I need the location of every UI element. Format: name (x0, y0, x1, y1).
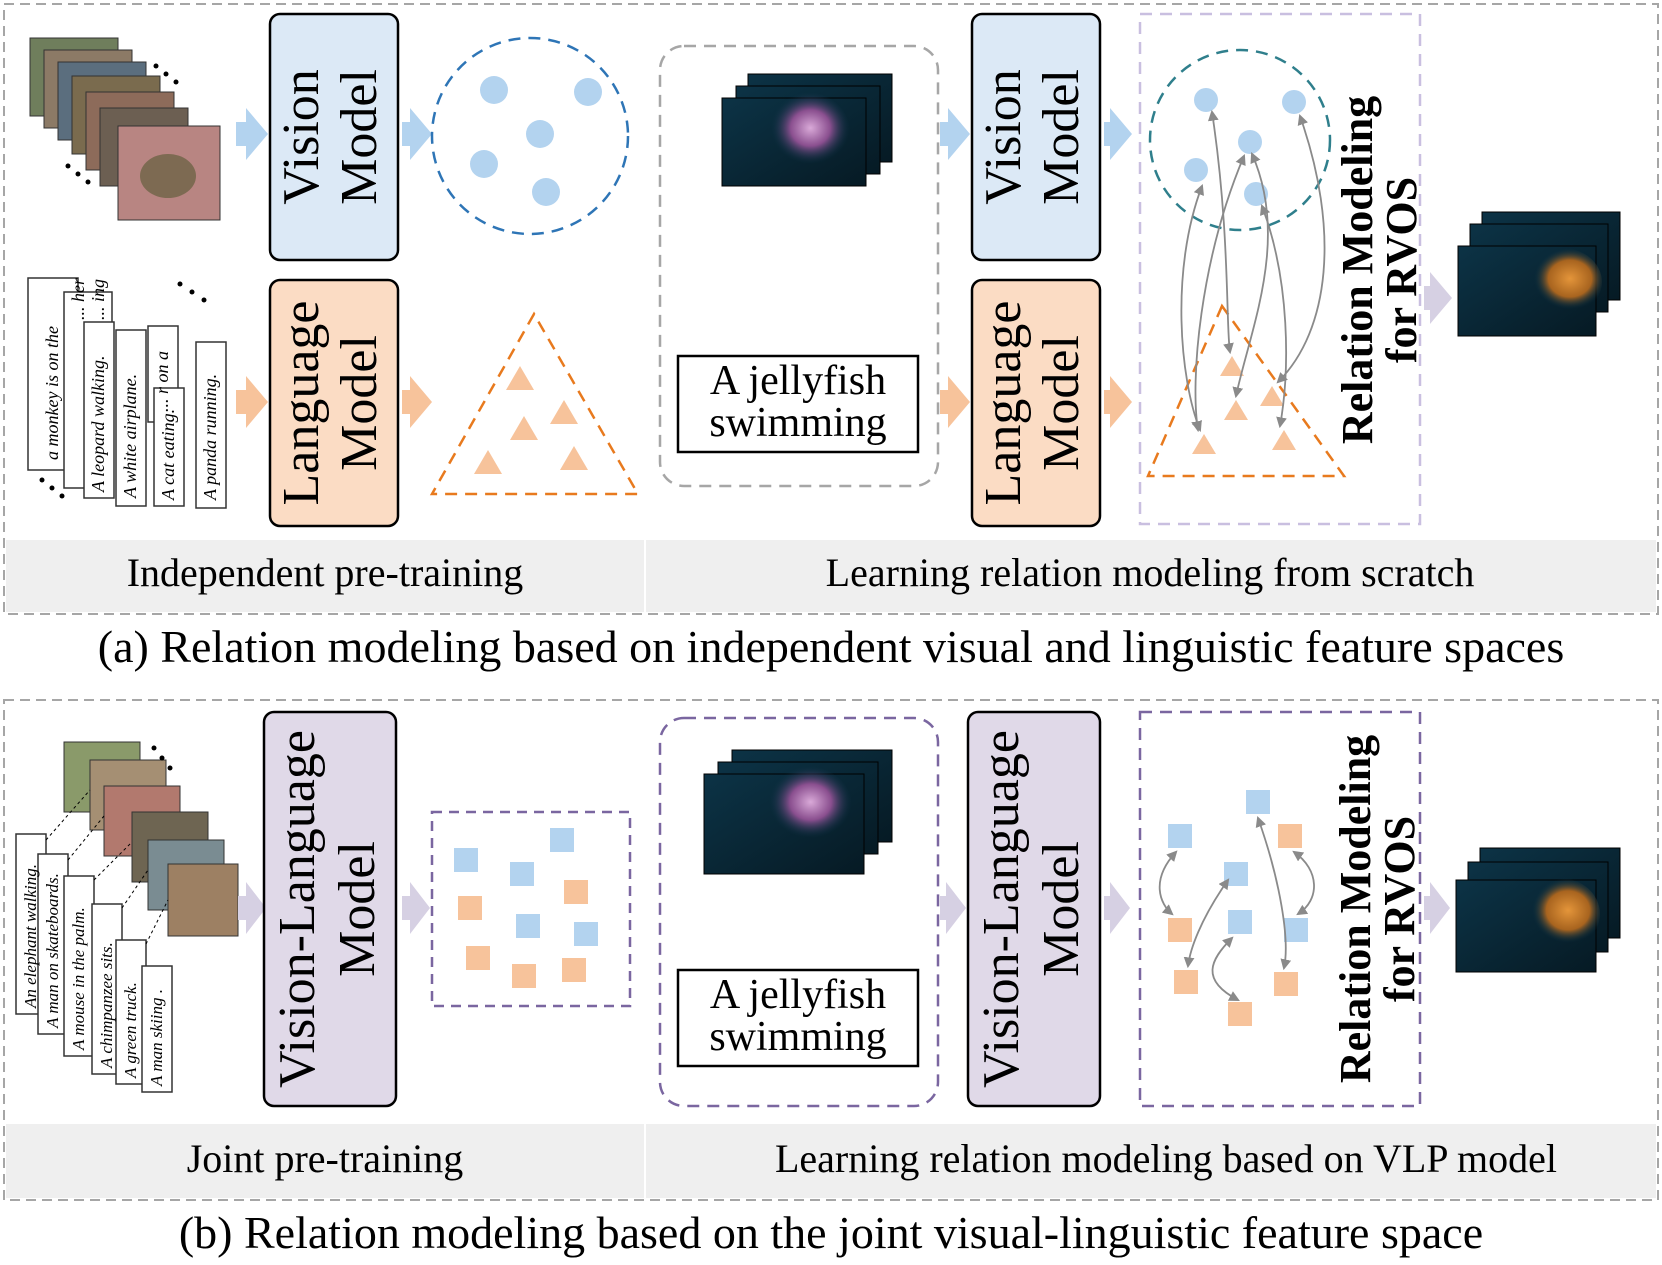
relation-region-a (1138, 12, 1422, 526)
ellipsis-dots (65, 63, 179, 185)
card-sentence-8: A panda running. (200, 374, 220, 501)
pretrain-sentence-cards: a monkey is on the ... her ... ing A leo… (27, 277, 227, 509)
language-model-box-2 (970, 278, 1102, 528)
relation-label-b-line2: for RVOS (1375, 816, 1424, 1002)
query-b-text-line1: A jellyfish (710, 972, 886, 1018)
panel-b-left-strip (6, 1124, 644, 1198)
language-model-2-label-line1: Language (975, 300, 1032, 505)
joint-sentence-3: A mouse in the palm. (69, 907, 88, 1051)
card-sentence-3: ... ing (88, 279, 108, 320)
query-text-line1: A jellyfish (710, 358, 886, 404)
arrow-to-language-model (236, 376, 268, 428)
query-text-box-b (676, 968, 920, 1068)
panel-a-frame (3, 3, 1659, 615)
vlp-model-2-label-line1: Vision-Language (973, 730, 1030, 1088)
relation-region-b (1138, 710, 1422, 1108)
panel-b-right-strip (646, 1124, 1656, 1198)
vision-model-box-2 (970, 12, 1102, 262)
panel-b-right-strip-label: Learning relation modeling based on VLP … (775, 1136, 1557, 1181)
joint-feature-orange-squares (458, 880, 588, 988)
query-b-text-line2: swimming (709, 1014, 886, 1060)
joint-feature-blue-squares (454, 828, 598, 946)
arrow-vlp-to-space (402, 882, 430, 934)
linguistic-feature-space (429, 311, 641, 496)
arrow-to-vision-model (236, 108, 268, 160)
arrow-vision2-to-relation (1104, 108, 1132, 160)
vision-model-box (268, 12, 400, 262)
language-model-2-label-line2: Model (1033, 335, 1090, 471)
vlp-model-label-line2: Model (329, 841, 386, 977)
vision-model-2-label-line2: Model (1033, 69, 1090, 205)
joint-sentence-cards: An elephant walking. A man on skateboard… (15, 833, 173, 1093)
visual-feature-dots (470, 76, 602, 206)
vision-model-2-label-line1: Vision (975, 69, 1032, 205)
joint-sentence-5: A green truck. (121, 982, 140, 1079)
joint-ellipsis-dots (151, 745, 173, 771)
relation-dots-a (1184, 88, 1306, 206)
query-group-frame (658, 44, 940, 488)
relation-links-a (1180, 109, 1326, 433)
vision-model-label-line2: Model (331, 69, 388, 205)
query-video-frames-b (703, 749, 893, 875)
panel-a: Independent pre-training Learning relati… (3, 3, 1659, 672)
panel-a-left-strip-label: Independent pre-training (127, 550, 524, 595)
joint-sentence-1: An elephant walking. (21, 864, 40, 1009)
relation-linguistic-space (1146, 303, 1347, 478)
arrow-language-to-space (402, 376, 432, 428)
arrow-relation-to-output-b (1424, 882, 1450, 934)
relation-label-a-line1: Relation Modeling (1333, 96, 1382, 444)
joint-sentence-4: A chimpanzee sits. (97, 942, 116, 1069)
relation-label-a-line2: for RVOS (1377, 177, 1426, 363)
panel-b-caption: (b) Relation modeling based on the joint… (179, 1207, 1483, 1258)
joint-feature-space (430, 810, 632, 1008)
card-sentence-6: ... r on a (152, 351, 172, 412)
panel-a-right-strip-label: Learning relation modeling from scratch (826, 550, 1475, 595)
language-model-label-line1: Language (273, 300, 330, 505)
arrow-query-to-language (940, 376, 970, 428)
vision-model-label-line1: Vision (273, 69, 330, 205)
query-text-box (676, 354, 920, 454)
vlp-model-label-line1: Vision-Language (269, 730, 326, 1088)
arrow-query-to-vlp (940, 882, 966, 934)
output-frames-b (1455, 847, 1621, 973)
card-sentence-1: a monkey is on the (42, 326, 62, 460)
linguistic-feature-triangles (474, 366, 588, 474)
relation-links-b (1158, 815, 1315, 1002)
visual-feature-space (430, 36, 630, 236)
panel-a-caption: (a) Relation modeling based on independe… (98, 621, 1564, 672)
language-model-box (268, 278, 400, 528)
panel-b-left-strip-label: Joint pre-training (187, 1136, 464, 1181)
panel-b-frame (3, 699, 1659, 1201)
card-sentence-2: ... her (68, 277, 88, 320)
query-video-frames (721, 73, 893, 187)
language-model-label-line2: Model (331, 335, 388, 471)
vlp-model-box (262, 710, 398, 1108)
joint-sentence-2: A man on skateboards. (43, 873, 62, 1029)
card-sentence-7: A cat eating. (158, 409, 178, 501)
joint-sentence-6: A man skiing . (147, 989, 166, 1087)
relation-triangles-a (1192, 356, 1296, 454)
query-group-frame-b (658, 716, 940, 1108)
card-sentence-4: A leopard walking. (88, 356, 108, 494)
arrow-vision-to-space (402, 108, 432, 160)
ellipsis-dots-cards (39, 281, 207, 499)
vlp-model-box-2 (966, 710, 1102, 1108)
joint-video-frames (63, 741, 239, 937)
vlp-model-2-label-line2: Model (1033, 841, 1090, 977)
arrow-relation-to-output-a (1424, 272, 1452, 324)
panel-b: Joint pre-training Learning relation mod… (3, 699, 1659, 1258)
panel-a-left-strip (6, 540, 644, 612)
arrow-to-vlp-model (238, 882, 266, 934)
arrow-vlp2-to-relation (1104, 882, 1130, 934)
arrow-query-to-vision (940, 108, 970, 160)
output-frames-a (1457, 211, 1621, 337)
card-sentence-5: A white airplane. (120, 374, 140, 499)
card-frame-links (45, 789, 169, 945)
query-text-line2: swimming (709, 400, 886, 446)
pretrain-video-frames (29, 37, 221, 221)
panel-a-right-strip (646, 540, 1656, 612)
arrow-language2-to-relation (1104, 376, 1132, 428)
relation-label-b-line1: Relation Modeling (1331, 735, 1380, 1083)
